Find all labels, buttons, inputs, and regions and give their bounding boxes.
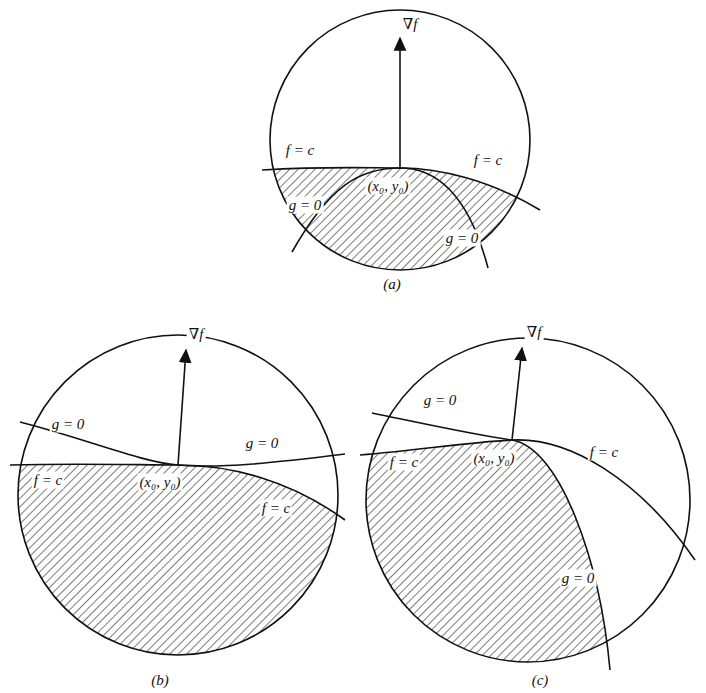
curve-label: ∇f [401, 16, 420, 33]
figure-label: (b) [149, 672, 171, 689]
curve-label: g = 0 [444, 230, 481, 247]
curve-label: (x₀, y₀) [471, 450, 516, 467]
curve-label: g = 0 [244, 435, 281, 452]
curve-label: f = c [260, 500, 292, 517]
curve-label: f = c [388, 454, 420, 471]
curve-label: f = c [472, 152, 504, 169]
curve-label: g = 0 [287, 197, 324, 214]
curve-label: f = c [588, 444, 620, 461]
figure-label: (a) [381, 276, 403, 293]
curve-label: ∇f [187, 326, 206, 343]
curve-label: ∇f [525, 324, 544, 341]
curve-label: g = 0 [50, 416, 87, 433]
curve-label: g = 0 [422, 392, 459, 409]
curve-label: f = c [32, 472, 64, 489]
curve-label: g = 0 [560, 570, 597, 587]
curve-label: f = c [284, 142, 316, 159]
figure-label: (c) [530, 672, 551, 689]
curve-label: (x₀, y₀) [137, 474, 182, 491]
curve-label: (x₀, y₀) [365, 178, 410, 195]
